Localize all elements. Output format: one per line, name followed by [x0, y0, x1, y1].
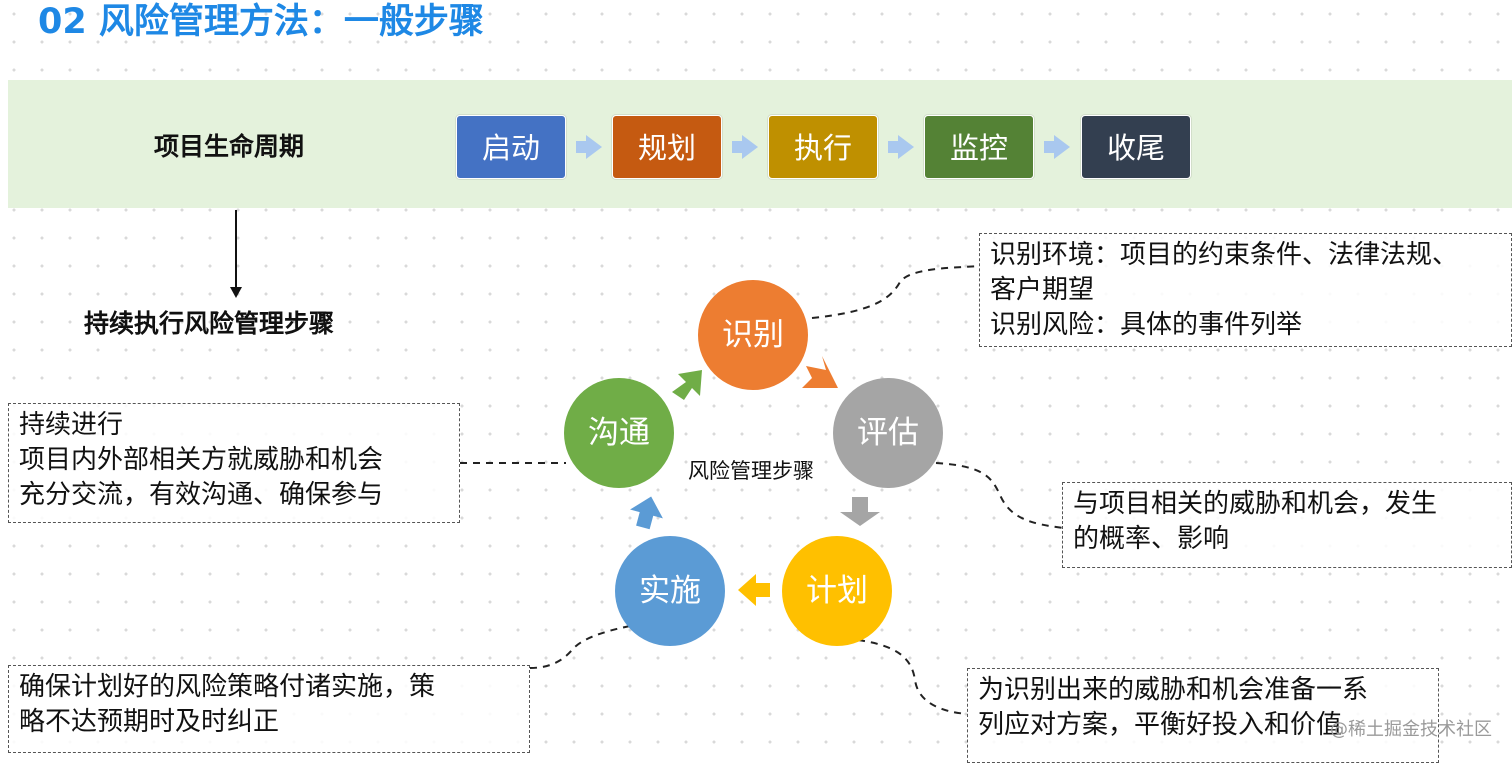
continuous-steps-label: 持续执行风险管理步骤	[84, 309, 335, 338]
cycle-arrow-communicate-identify-icon	[672, 370, 702, 400]
phase-execute: 执行	[768, 115, 878, 179]
step-identify: 识别	[698, 280, 808, 390]
page-title: 02 风险管理方法：一般步骤	[38, 2, 484, 42]
phase-plan: 规划	[612, 115, 722, 179]
step-assess: 评估	[833, 378, 943, 488]
step-plan: 计划	[782, 536, 892, 646]
note-plan: 为识别出来的威胁和机会准备一系 列应对方案，平衡好投入和价值	[967, 668, 1439, 763]
lifecycle-band	[8, 80, 1512, 208]
cycle-center-label: 风险管理步骤	[688, 459, 814, 483]
note-assess: 与项目相关的威胁和机会，发生 的概率、影响	[1062, 482, 1512, 568]
phase-initiate: 启动	[456, 115, 566, 179]
note-identify-line: 识别风险：具体的事件列举	[990, 310, 1303, 340]
note-assess-line: 的概率、影响	[1073, 524, 1230, 554]
cycle-arrow-plan-implement-icon	[738, 574, 770, 606]
note-implement-line: 略不达预期时及时纠正	[19, 707, 280, 737]
step-communicate: 沟通	[564, 378, 674, 488]
leader-plan	[857, 639, 969, 715]
lifecycle-label: 项目生命周期	[154, 132, 305, 161]
phase-arrow-icon	[888, 135, 914, 159]
note-plan-line: 列应对方案，平衡好投入和价值	[978, 710, 1343, 740]
step-implement: 实施	[615, 536, 725, 646]
phase-arrow-icon	[732, 135, 758, 159]
note-identify-line: 识别环境：项目的约束条件、法律法规、	[990, 240, 1459, 270]
cycle-arrow-implement-communicate-icon	[630, 496, 663, 530]
note-plan-line: 为识别出来的威胁和机会准备一系	[978, 675, 1369, 705]
down-arrow-head-icon	[230, 287, 242, 298]
note-communicate: 持续进行 项目内外部相关方就威胁和机会 充分交流，有效沟通、确保参与	[8, 403, 460, 523]
note-communicate-line: 项目内外部相关方就威胁和机会	[19, 445, 384, 475]
note-identify: 识别环境：项目的约束条件、法律法规、 客户期望 识别风险：具体的事件列举	[979, 233, 1512, 347]
note-communicate-line: 充分交流，有效沟通、确保参与	[19, 480, 384, 510]
leader-assess	[935, 462, 1065, 529]
cycle-arrow-assess-plan-icon	[840, 497, 880, 526]
phase-arrow-icon	[576, 135, 602, 159]
leader-identify	[811, 265, 981, 319]
phase-arrow-icon	[1044, 135, 1070, 159]
note-implement: 确保计划好的风险策略付诸实施，策 略不达预期时及时纠正	[8, 665, 530, 753]
leader-implement	[529, 625, 631, 669]
note-assess-line: 与项目相关的威胁和机会，发生	[1073, 489, 1438, 519]
cycle-arrow-identify-assess-icon	[802, 356, 838, 388]
note-communicate-line: 持续进行	[19, 410, 124, 440]
note-implement-line: 确保计划好的风险策略付诸实施，策	[19, 672, 436, 702]
note-identify-line: 客户期望	[990, 275, 1095, 305]
phase-close: 收尾	[1081, 115, 1191, 179]
phase-monitor: 监控	[924, 115, 1034, 179]
watermark: @稀土掘金技术社区	[1330, 719, 1492, 740]
